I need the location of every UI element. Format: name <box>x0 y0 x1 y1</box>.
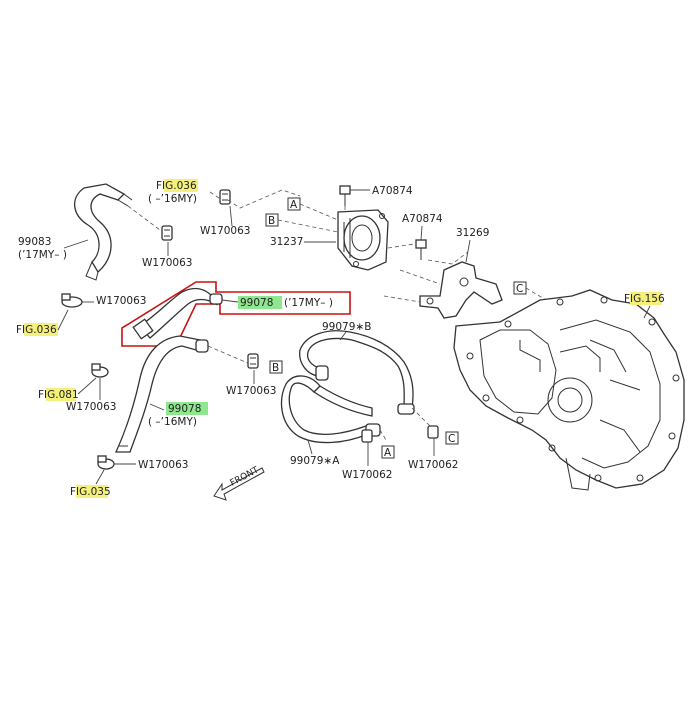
label-w170062-b: W170062 <box>408 459 458 471</box>
label-w170063-d: W170063 <box>66 401 116 413</box>
clamp-w170063-d[interactable] <box>91 363 109 378</box>
svg-text:FIG.081: FIG.081 <box>38 389 79 401</box>
ref-box-c2[interactable] <box>445 431 459 445</box>
bracket-31269[interactable] <box>419 261 503 319</box>
highlight-99078-new <box>238 296 282 309</box>
clamp-w170063-b[interactable] <box>219 189 231 205</box>
ref-box-c2-label: C <box>448 433 455 445</box>
pipe-99079b[interactable] <box>299 330 415 415</box>
note-99078-new: (’17MY– ) <box>284 297 333 309</box>
label-w170063-c: W170063 <box>142 257 192 269</box>
ref-box-a1-label: A <box>290 199 298 211</box>
label-w170062-a: W170062 <box>342 469 392 481</box>
ref-box-a2[interactable] <box>381 445 395 459</box>
front-label: FRONT <box>229 465 261 488</box>
label-99078-new: 99078 <box>240 297 273 309</box>
label-w170063-e: W170063 <box>138 459 188 471</box>
label-99079a: 99079∗A <box>290 455 340 467</box>
pipe-99079a[interactable] <box>280 375 381 444</box>
hose-99078-old[interactable] <box>114 335 209 453</box>
clamp-w170063-e[interactable] <box>97 455 115 470</box>
label-99083: 99083 <box>18 236 51 248</box>
clamp-w170062-b[interactable] <box>427 425 439 439</box>
label-a70874-b: A70874 <box>402 213 443 225</box>
clamp-w170063-c[interactable] <box>161 225 173 241</box>
svg-text:FIG.036: FIG.036 <box>16 324 57 336</box>
bolt-a70874-a[interactable] <box>339 185 351 206</box>
ref-box-c1-label: C <box>516 283 523 295</box>
label-w170063-a: W170063 <box>96 295 146 307</box>
bolt-a70874-b[interactable] <box>415 239 427 260</box>
fig-ref-156[interactable]: FIG.156 <box>624 292 665 305</box>
svg-text:FIG.156: FIG.156 <box>624 293 665 305</box>
ref-box-a2-label: A <box>384 447 392 459</box>
highlight-frame <box>121 281 351 347</box>
note-fig036: ( –’16MY) <box>148 193 197 205</box>
bracket-31237[interactable] <box>337 209 389 271</box>
svg-text:FIG.036: FIG.036 <box>156 180 197 192</box>
fig-ref-036-left[interactable]: FIG.036 <box>16 323 58 336</box>
clamp-w170063-a[interactable] <box>61 293 83 308</box>
front-arrow: FRONT <box>213 465 265 501</box>
label-99079b: 99079∗B <box>322 321 371 333</box>
label-w170063-b: W170063 <box>200 225 250 237</box>
fig-ref-036-top[interactable]: FIG.036 <box>156 179 198 192</box>
svg-text:FIG.035: FIG.035 <box>70 486 111 498</box>
ref-box-b1-label: B <box>268 215 275 227</box>
fig-ref-081[interactable]: FIG.081 <box>38 388 79 401</box>
ref-box-b2[interactable] <box>269 360 283 374</box>
hose-99083[interactable] <box>74 183 133 281</box>
label-31237: 31237 <box>270 236 303 248</box>
clamp-w170063-f[interactable] <box>247 353 259 369</box>
note-99078-old: ( –’16MY) <box>148 416 197 428</box>
ref-box-b2-label: B <box>272 362 279 374</box>
clamp-w170062-a[interactable] <box>361 429 373 443</box>
transmission-case[interactable] <box>453 289 685 491</box>
label-31269: 31269 <box>456 227 489 239</box>
label-99078-old: 99078 <box>168 403 201 415</box>
highlight-99078-old <box>166 402 208 415</box>
fig-ref-035[interactable]: FIG.035 <box>70 485 111 498</box>
label-a70874-a: A70874 <box>372 185 413 197</box>
label-w170063-f: W170063 <box>226 385 276 397</box>
hose-99078-new[interactable] <box>132 287 223 340</box>
note-99083: (’17MY– ) <box>18 249 67 261</box>
